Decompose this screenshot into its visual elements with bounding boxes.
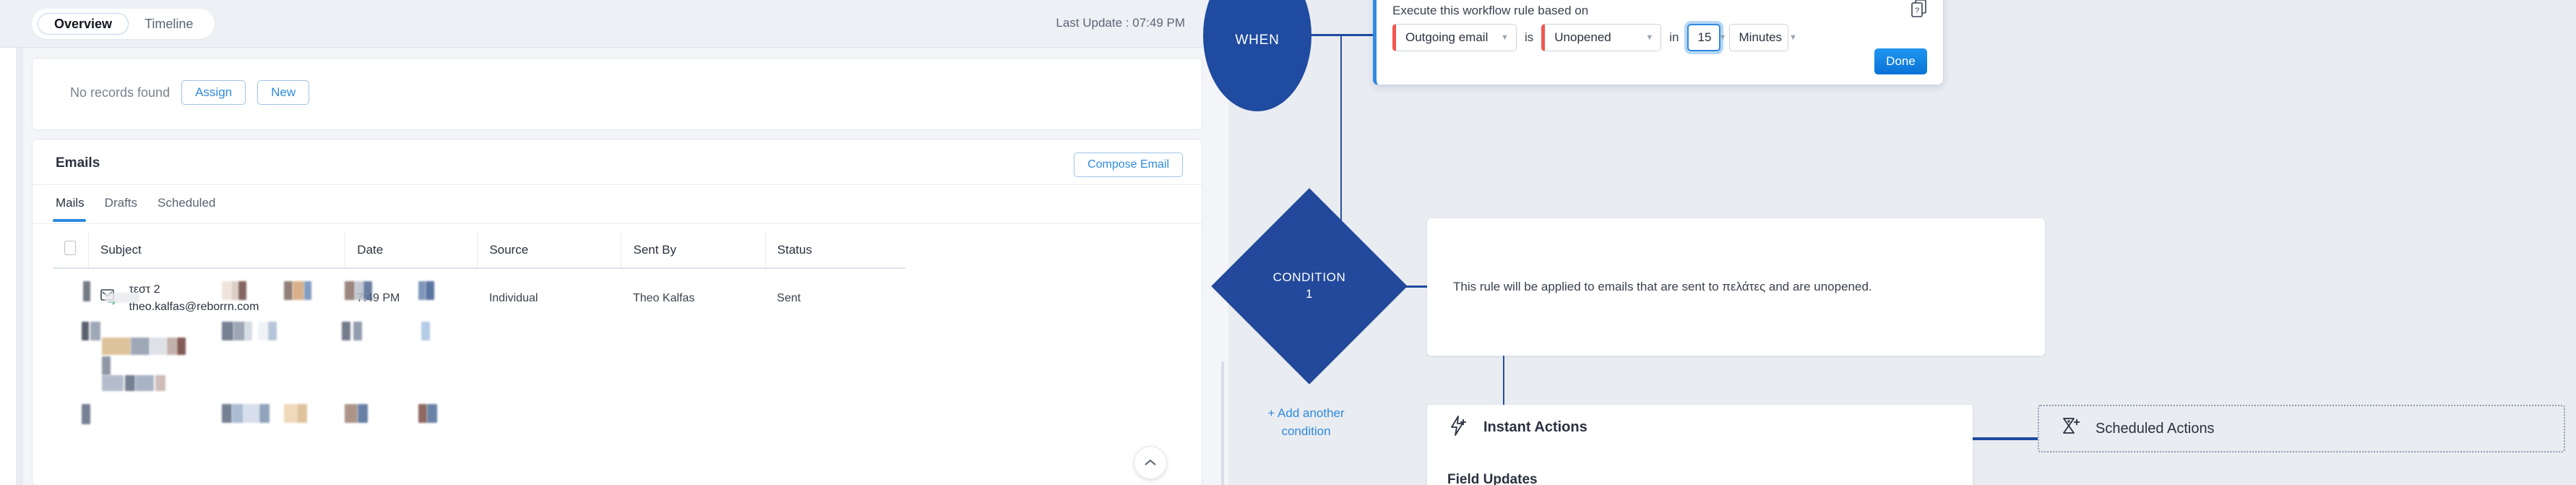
new-button[interactable]: New xyxy=(257,80,310,105)
chevron-up-icon xyxy=(1145,459,1156,465)
row-subject-title: τεστ 2 xyxy=(129,283,160,296)
rule-editor-prompt: Execute this workflow rule based on xyxy=(1392,4,1589,17)
hourglass-plus-icon xyxy=(2059,416,2081,442)
chevron-down-icon: ▼ xyxy=(1789,33,1797,42)
connector-in-label: in xyxy=(1669,30,1679,44)
duration-number-select[interactable]: 15 ▼ xyxy=(1687,24,1726,51)
emails-title: Emails xyxy=(56,155,100,171)
select-all-checkbox[interactable] xyxy=(64,241,76,255)
chevron-down-icon: ▼ xyxy=(1501,33,1509,42)
left-edge-strip xyxy=(0,0,16,485)
svg-text:?: ? xyxy=(1915,7,1919,15)
pane-scrollbar[interactable] xyxy=(1221,361,1224,485)
node-when-label: WHEN xyxy=(1235,33,1280,48)
no-records-card: No records found Assign New xyxy=(32,58,1202,130)
tab-overview[interactable]: Overview xyxy=(38,13,129,35)
connector-is-label: is xyxy=(1525,30,1534,44)
lightning-bolt-icon xyxy=(1447,415,1469,440)
tab-overview-label: Overview xyxy=(54,16,113,31)
instant-actions-card[interactable]: Instant Actions Field Updates ΤΕΣΤ xyxy=(1427,405,1973,485)
edge-instant-to-scheduled xyxy=(1973,437,2038,440)
record-detail-pane: Overview Timeline Last Update : 07:49 PM… xyxy=(0,0,1228,485)
no-records-row: No records found Assign New xyxy=(70,80,310,105)
select-all-header xyxy=(53,232,90,269)
emails-table-divider xyxy=(33,223,1202,224)
field-select-value: Outgoing email xyxy=(1405,30,1489,44)
subtab-active-underline xyxy=(53,219,86,222)
emails-subtabs: Mails Drafts Scheduled xyxy=(56,196,215,216)
field-select[interactable]: Outgoing email ▼ xyxy=(1392,24,1517,51)
last-update-text: Last Update : 07:49 PM xyxy=(1056,16,1185,30)
rule-editor-panel: Execute this workflow rule based on ? Ou… xyxy=(1373,0,1944,85)
node-condition-1[interactable] xyxy=(1211,188,1408,385)
subtab-mails[interactable]: Mails xyxy=(56,196,85,210)
edge-when-to-condition xyxy=(1340,35,1342,286)
edge-when-to-rule xyxy=(1311,34,1373,36)
assign-button[interactable]: Assign xyxy=(181,80,246,105)
field-updates-label: Field Updates xyxy=(1447,472,1538,485)
status-select-value: Unopened xyxy=(1554,30,1611,44)
subtab-scheduled[interactable]: Scheduled xyxy=(158,196,216,210)
column-header-subject[interactable]: Subject xyxy=(88,232,346,269)
scheduled-actions-card[interactable]: Scheduled Actions xyxy=(2038,405,2565,452)
emails-card: Emails Compose Email Mails Drafts Schedu… xyxy=(32,139,1202,485)
chevron-down-icon: ▼ xyxy=(1718,33,1727,42)
add-another-condition-link[interactable]: + Add another condition xyxy=(1267,406,1345,438)
done-button[interactable]: Done xyxy=(1874,48,1927,74)
scroll-to-top-button[interactable] xyxy=(1134,446,1167,479)
workflow-canvas: WHEN Execute this workflow rule based on… xyxy=(1203,0,2576,485)
tab-timeline-label: Timeline xyxy=(145,16,194,31)
row-status-cell: Sent xyxy=(777,292,801,304)
condition-description-card[interactable]: This rule will be applied to emails that… xyxy=(1427,218,2045,356)
instant-actions-header: Instant Actions xyxy=(1447,415,1588,440)
column-header-status[interactable]: Status xyxy=(765,232,905,269)
row-subject-email: theo.kalfas@reborrn.com xyxy=(129,301,259,313)
duration-number-value: 15 xyxy=(1697,30,1712,44)
edge-condition-to-actions xyxy=(1503,332,1504,437)
column-header-date[interactable]: Date xyxy=(345,232,478,269)
compose-email-button[interactable]: Compose Email xyxy=(1074,153,1183,177)
instant-actions-title: Instant Actions xyxy=(1483,419,1588,435)
column-header-source[interactable]: Source xyxy=(477,232,622,269)
record-topbar: Overview Timeline Last Update : 07:49 PM xyxy=(0,0,1228,48)
no-records-message: No records found xyxy=(70,85,171,100)
duration-unit-select[interactable]: Minutes ▼ xyxy=(1728,24,1797,51)
emails-table: Subject Date Source Sent By Status xyxy=(53,232,905,328)
left-edge-strip-secondary xyxy=(16,48,23,485)
subtab-drafts[interactable]: Drafts xyxy=(104,196,138,210)
chevron-down-icon: ▼ xyxy=(1645,33,1654,42)
duration-unit-value: Minutes xyxy=(1739,30,1783,44)
row-source-cell: Individual xyxy=(488,292,538,304)
column-header-sent-by[interactable]: Sent By xyxy=(621,232,766,269)
table-row[interactable]: τεστ 2 theo.kalfas@reborrn.com 7:49 PM I… xyxy=(53,268,905,328)
condition-description-text: This rule will be applied to emails that… xyxy=(1453,280,1872,294)
status-select[interactable]: Unopened ▼ xyxy=(1541,24,1662,51)
scheduled-actions-title: Scheduled Actions xyxy=(2095,420,2215,437)
emails-header-divider xyxy=(33,184,1202,185)
rule-condition-row: Outgoing email ▼ is Unopened ▼ in 15 ▼ M… xyxy=(1392,24,1797,51)
record-tab-group: Overview Timeline xyxy=(32,9,215,39)
tab-timeline[interactable]: Timeline xyxy=(129,13,209,35)
help-docs-icon[interactable]: ? xyxy=(1911,0,1927,22)
emails-table-header-row: Subject Date Source Sent By Status xyxy=(53,232,905,269)
row-sent-by-cell: Theo Kalfas xyxy=(632,292,695,304)
